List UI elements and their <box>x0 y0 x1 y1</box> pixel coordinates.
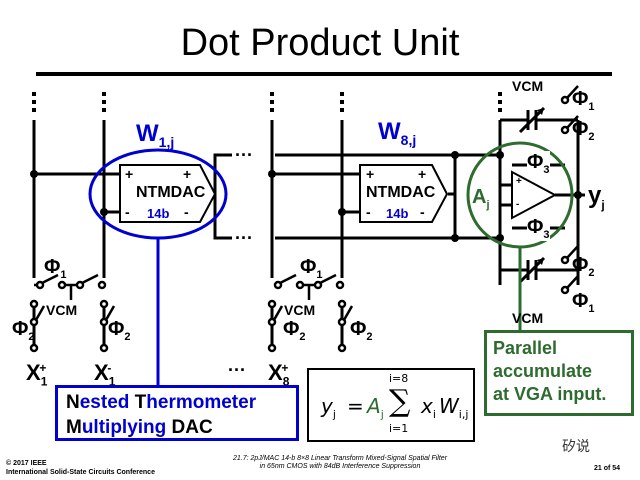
phi2-bottom: Φ2 <box>572 254 595 279</box>
phi2-left-b: Φ2 <box>108 318 131 343</box>
watermark: 矽说 <box>562 438 590 454</box>
dac1-bits: 14b <box>147 206 170 221</box>
phi2-right-a: Φ2 <box>283 318 306 343</box>
amp-gain-label: Aj <box>472 186 490 211</box>
vga-amplifier <box>511 170 558 220</box>
formula-sum-top: i=8 <box>389 372 409 385</box>
amp-plus-in: + <box>516 176 522 187</box>
dac8-minus-right: - <box>420 204 425 220</box>
slide-title: Dot Product Unit <box>180 22 460 64</box>
amp-minus-in: - <box>516 199 520 210</box>
dac1-minus-left: - <box>125 204 130 220</box>
phi3-bottom: Φ3 <box>527 216 550 241</box>
phi1-top: Φ1 <box>572 88 595 113</box>
ntm-line-2: Multiplying DAC <box>66 417 213 438</box>
formula-sum-bottom: i=1 <box>389 422 409 435</box>
footer-paper-title: 21.7: 2pJ/MAC 14-b 8×8 Linear Transform … <box>232 455 448 470</box>
par-line-3: at VGA input. <box>493 384 607 404</box>
input-x8-plus: X8+ <box>268 360 290 389</box>
ellipsis-top: ... <box>235 140 254 160</box>
dac8-plus-right: + <box>418 166 427 182</box>
ntm-line-1: Nested Thermometer <box>66 392 257 413</box>
phi2-top: Φ2 <box>572 118 595 143</box>
ntmdac-callout: Nested Thermometer Multiplying DAC <box>55 385 299 441</box>
phi1-bottom: Φ1 <box>572 290 595 315</box>
dac1-plus-left: + <box>125 166 134 182</box>
vcm-bottom: VCM <box>512 310 544 326</box>
formula-sigma: ∑ <box>389 384 411 419</box>
formula-lhs: yj <box>321 394 336 421</box>
par-line-2: accumulate <box>493 361 593 381</box>
formula-w: Wi,j <box>439 394 469 421</box>
title-underline <box>36 72 612 76</box>
dac1-minus-right: - <box>184 204 189 220</box>
weight-label-w8: W8,j <box>378 118 417 148</box>
par-line-1: Parallel <box>493 338 558 358</box>
dac1-name: NTMDAC <box>136 184 206 201</box>
dac1-plus-right: + <box>183 166 192 182</box>
dac-block-8 <box>359 164 449 223</box>
dac8-bits: 14b <box>386 206 409 221</box>
dac8-minus-left: - <box>366 204 371 220</box>
dac-block-1 <box>119 164 217 223</box>
formula-x: xi <box>421 394 436 421</box>
footer-copyright: © 2017 IEEE International Solid-State Ci… <box>6 460 155 476</box>
vcm-top: VCM <box>512 78 544 94</box>
ellipsis-bottom: ... <box>235 223 254 243</box>
weight-label-w1: W1,j <box>136 120 175 150</box>
phi1-left: Φ1 <box>44 256 67 281</box>
page-number: 21 of 54 <box>594 465 621 472</box>
vcm-left: VCM <box>46 302 78 318</box>
dac8-name: NTMDAC <box>366 184 436 201</box>
formula-gain: Aj <box>367 394 384 421</box>
phi2-left-a: Φ2 <box>12 318 35 343</box>
input-x1-minus: X1- <box>94 360 116 389</box>
formula-box: yj = Aj i=8 ∑ i=1 xi Wi,j <box>307 368 475 442</box>
phi1-right: Φ1 <box>300 256 323 281</box>
formula-equals: = <box>347 394 364 418</box>
vcm-right: VCM <box>284 302 316 318</box>
phi3-top: Φ3 <box>527 151 550 176</box>
parallel-accumulate-callout: Parallel accumulate at VGA input. <box>484 330 634 416</box>
phi2-right-b: Φ2 <box>350 318 373 343</box>
ellipsis-inputs: ... <box>228 355 247 375</box>
input-x1-plus: X1+ <box>26 360 48 389</box>
dac8-plus-left: + <box>366 166 375 182</box>
output-label: yj <box>588 182 605 212</box>
